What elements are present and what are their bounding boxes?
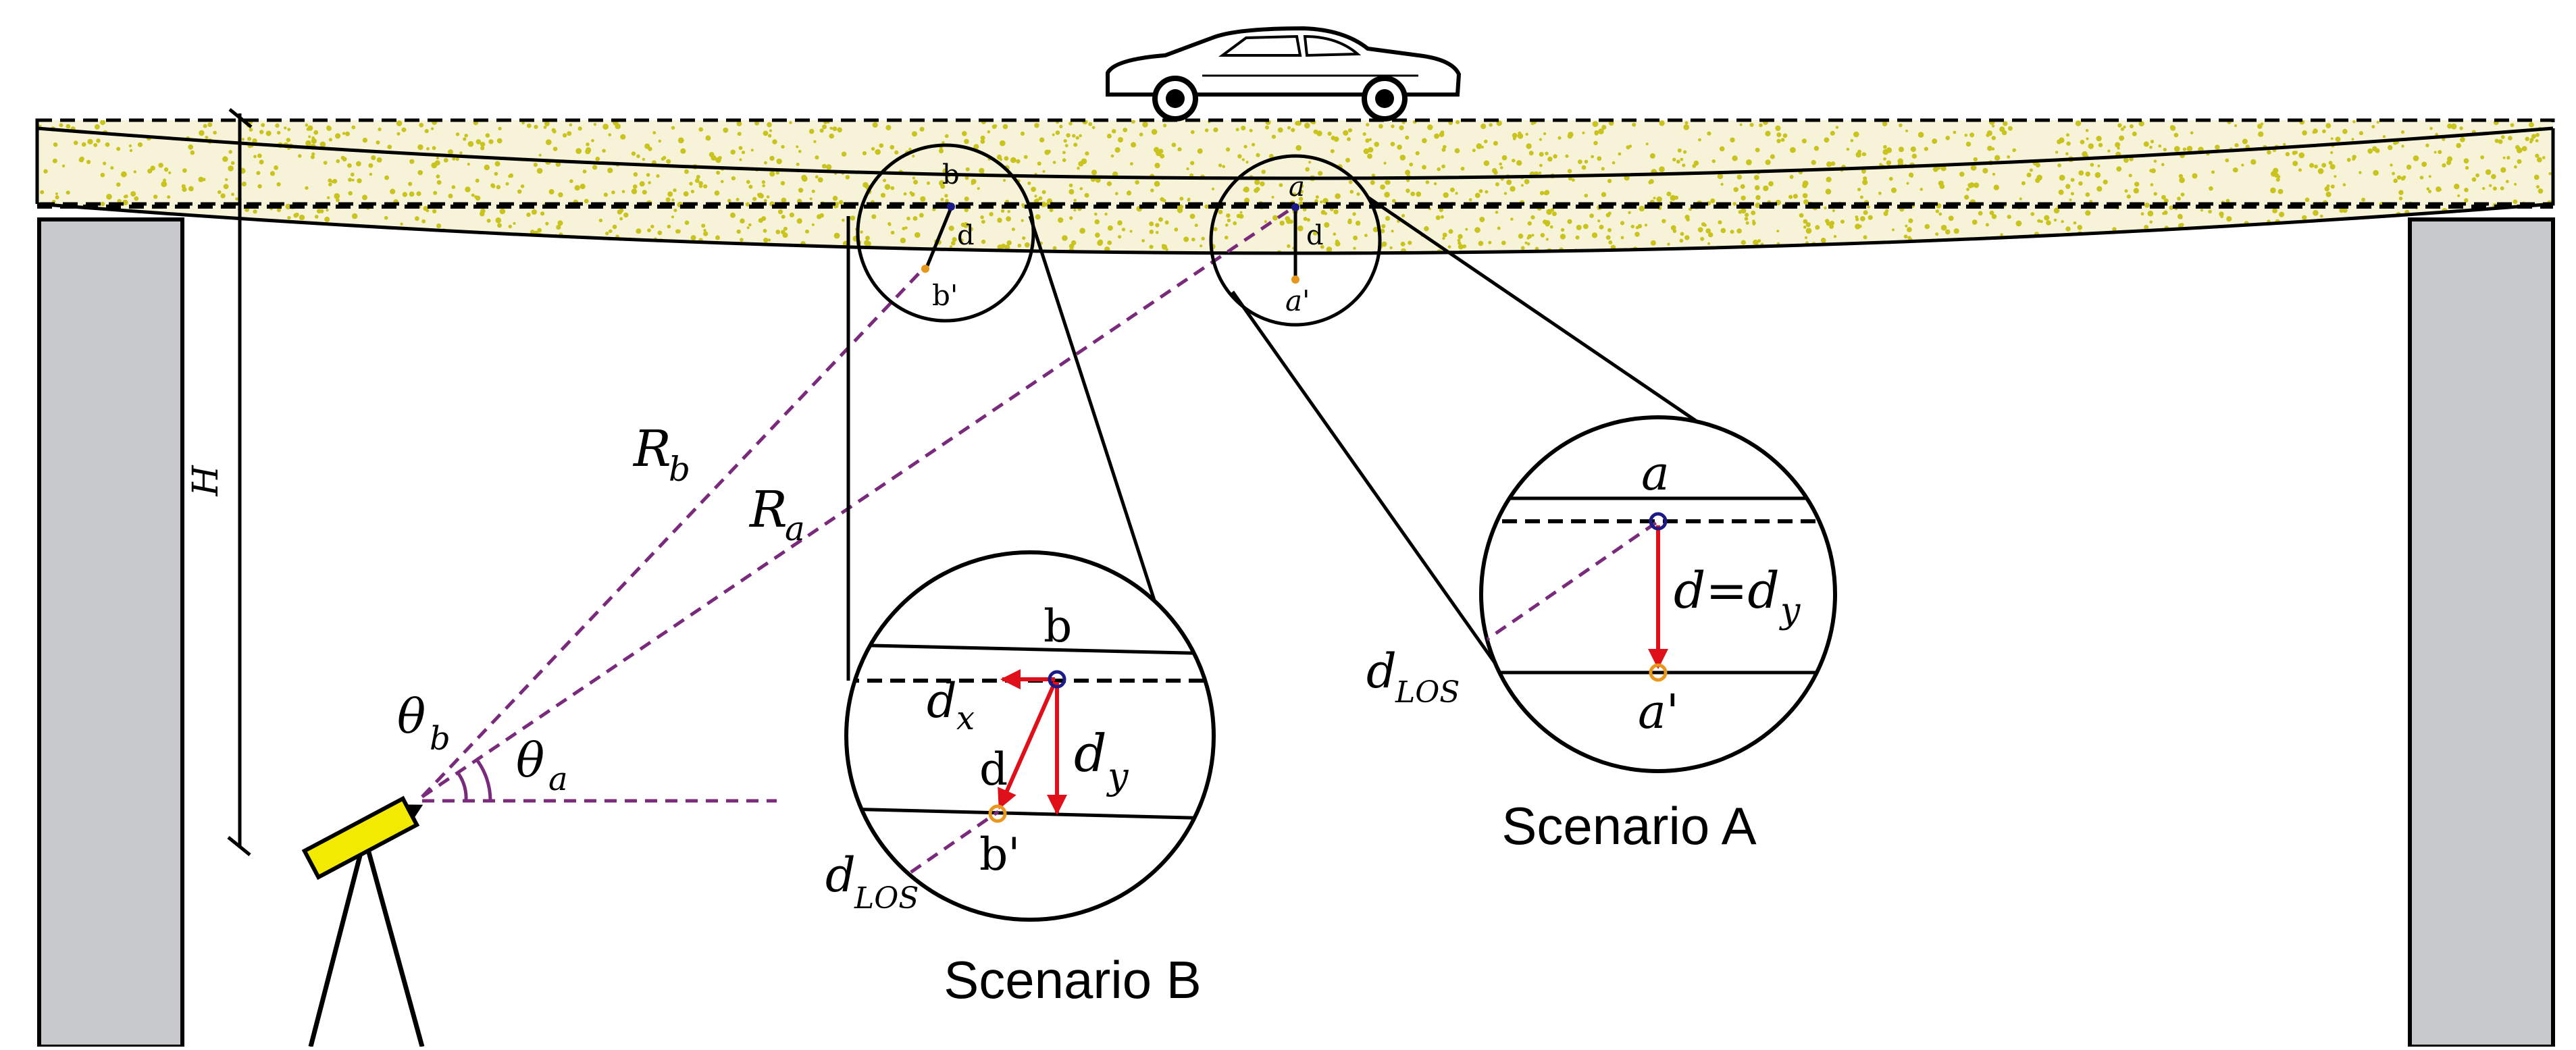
svg-text:LOS: LOS xyxy=(1395,675,1460,710)
height-label: H xyxy=(186,465,226,497)
svg-text:θ: θ xyxy=(516,733,544,788)
svg-text:b: b xyxy=(1044,600,1072,652)
label-rb: R b xyxy=(632,420,690,489)
svg-text:b': b' xyxy=(979,829,1020,881)
point-b-prime-marker xyxy=(921,265,929,273)
svg-text:d: d xyxy=(1366,644,1397,699)
svg-text:R: R xyxy=(748,481,788,539)
svg-text:R: R xyxy=(632,420,671,478)
svg-text:y: y xyxy=(1106,755,1129,797)
zoom-point-b-prime xyxy=(988,804,1007,823)
point-b-marker xyxy=(947,203,955,211)
caption-scenario-b: Scenario B xyxy=(944,950,1202,1009)
camera-icon xyxy=(301,795,425,1047)
right-pier xyxy=(2408,217,2555,1049)
svg-text:b: b xyxy=(942,159,960,190)
svg-text:x: x xyxy=(956,700,975,737)
zoom-point-a-prime xyxy=(1649,663,1668,682)
svg-text:d=d: d=d xyxy=(1674,562,1780,620)
svg-text:d: d xyxy=(927,673,957,729)
zoom-point-a xyxy=(1649,512,1668,531)
zoom-circle-scenario-b: b d x d d y b' d LOS xyxy=(825,550,1216,922)
angle-arcs xyxy=(457,758,492,802)
svg-text:a': a' xyxy=(1285,284,1310,317)
svg-text:θ: θ xyxy=(397,689,426,744)
svg-text:LOS: LOS xyxy=(854,881,919,916)
svg-text:a: a xyxy=(785,509,805,548)
point-a-marker xyxy=(1291,203,1299,211)
svg-text:d: d xyxy=(825,847,856,903)
svg-text:d: d xyxy=(1306,220,1324,251)
undeformed-deck-outline xyxy=(35,118,2555,206)
label-ra: R a xyxy=(748,481,805,548)
svg-text:d: d xyxy=(1074,723,1107,783)
svg-text:y: y xyxy=(1779,591,1801,631)
sight-lines xyxy=(421,205,1295,803)
label-theta-a: θ a xyxy=(516,733,568,798)
svg-text:b: b xyxy=(430,720,450,758)
detail-circle-a: a d a' xyxy=(1209,154,1382,327)
left-pier xyxy=(37,217,184,1049)
zoom-circle-scenario-a: a d=d y a' d LOS xyxy=(1366,415,1837,773)
svg-text:a: a xyxy=(548,760,568,798)
zoom-point-b xyxy=(1048,670,1066,689)
svg-text:b': b' xyxy=(932,279,958,312)
svg-text:a: a xyxy=(1289,172,1305,203)
label-theta-b: θ b xyxy=(397,689,450,758)
detail-circle-b: b d b' xyxy=(856,143,1035,323)
sight-line-a xyxy=(421,205,1295,799)
svg-text:a: a xyxy=(1641,446,1670,501)
caption-scenario-a: Scenario A xyxy=(1501,796,1756,856)
svg-text:b: b xyxy=(669,450,690,489)
zoom-connectors xyxy=(846,195,1702,714)
svg-text:d: d xyxy=(979,743,1008,795)
svg-text:a': a' xyxy=(1638,684,1679,739)
point-a-prime-marker xyxy=(1291,275,1299,284)
svg-text:d: d xyxy=(957,220,975,251)
height-dimension: H xyxy=(186,108,253,856)
car-icon xyxy=(1106,26,1462,122)
d-arrow xyxy=(998,681,1057,810)
